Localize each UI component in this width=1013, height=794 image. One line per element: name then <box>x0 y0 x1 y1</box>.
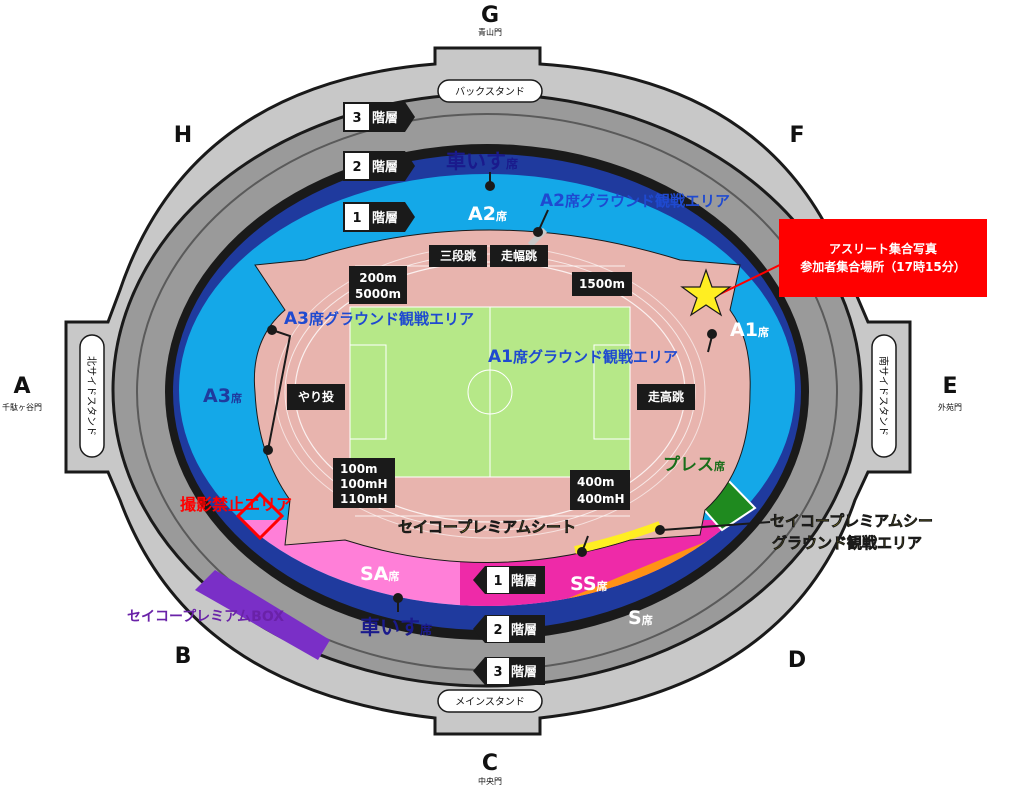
gate-a-letter: A <box>13 374 30 399</box>
area-no-photo: 撮影禁止エリア <box>180 495 292 514</box>
event-triple-jump: 三段跳 <box>440 248 476 263</box>
event-javelin: やり投 <box>298 389 334 404</box>
gate-h-letter: H <box>174 123 192 148</box>
level-main-3-num: 3 <box>493 665 502 680</box>
callout-line1: アスリート集合写真 <box>828 242 937 256</box>
pin-marker-icon <box>533 227 543 237</box>
event-start-400m: 400m <box>577 475 615 489</box>
level-back-2-suffix: 階層 <box>372 159 398 175</box>
level-main-2-suffix: 階層 <box>511 622 537 638</box>
level-arrows-back: 3 階層 2 階層 1 階層 <box>343 102 415 232</box>
seat-a3: A3席 <box>203 385 242 407</box>
event-start-200m: 200m <box>359 271 397 285</box>
seat-sa: SA席 <box>360 563 399 585</box>
gate-labels: G 青山門 A 千駄ヶ谷門 E 外苑門 C 中央門 H F B D <box>2 3 962 786</box>
area-seiko-seat: セイコープレミアムシート <box>398 518 576 536</box>
level-back-3-num: 3 <box>352 111 361 126</box>
seat-press: プレス席 <box>663 454 725 475</box>
event-start-110mh: 110mH <box>340 492 388 506</box>
gate-c-name: 中央門 <box>478 776 502 786</box>
stand-north-label: 北サイドスタンド <box>85 356 97 436</box>
gate-b-letter: B <box>175 644 192 669</box>
seat-wheelchair-bottom: 車いす席 <box>360 615 432 639</box>
seat-a2: A2席 <box>468 203 507 225</box>
event-start-1500m: 1500m <box>579 277 625 291</box>
level-main-1-suffix: 階層 <box>511 573 537 589</box>
area-a3-ground: A3席グラウンド観戦エリア <box>284 309 474 329</box>
pin-marker-icon <box>485 181 495 191</box>
level-main-1-num: 1 <box>493 574 502 589</box>
gate-c-letter: C <box>482 751 498 776</box>
pin-marker-icon <box>577 547 587 557</box>
gate-g-letter: G <box>481 3 499 28</box>
gate-e-letter: E <box>942 374 957 399</box>
stand-main-label: メインスタンド <box>455 696 525 708</box>
gate-e-name: 外苑門 <box>938 402 962 412</box>
area-seiko-ground-line2: グラウンド観戦エリア <box>772 534 922 552</box>
level-back-2-num: 2 <box>352 160 361 175</box>
seiko-premium-box-area <box>195 570 330 660</box>
seat-wheelchair-top: 車いす席 <box>446 149 518 173</box>
pin-marker-icon <box>707 329 717 339</box>
area-seiko-ground-line1: セイコープレミアムシー <box>770 512 933 530</box>
event-long-jump: 走幅跳 <box>501 248 537 263</box>
gate-g-name: 青山門 <box>478 27 502 37</box>
callout-line2: 参加者集合場所（17時15分） <box>800 260 966 274</box>
seat-s: S席 <box>628 607 653 629</box>
gate-f-letter: F <box>789 123 804 148</box>
pin-marker-icon <box>393 593 403 603</box>
event-start-100mh: 100mH <box>340 477 388 491</box>
area-a2-ground: A2席グラウンド観戦エリア <box>540 191 730 211</box>
star-icon <box>680 268 732 317</box>
event-start-100m: 100m <box>340 462 378 476</box>
level-main-2-num: 2 <box>493 623 502 638</box>
area-a1-ground: A1席グラウンド観戦エリア <box>488 347 678 367</box>
seat-ss: SS席 <box>570 573 608 595</box>
gate-d-letter: D <box>788 648 806 673</box>
level-back-1-suffix: 階層 <box>372 210 398 226</box>
stand-back-label: バックスタンド <box>455 86 525 98</box>
level-main-3-suffix: 階層 <box>511 664 537 680</box>
athlete-meeting-callout: アスリート集合写真 参加者集合場所（17時15分） <box>779 219 987 297</box>
seat-a1: A1席 <box>730 319 769 341</box>
level-back-1-num: 1 <box>352 211 361 226</box>
gate-a-name: 千駄ヶ谷門 <box>2 402 42 412</box>
stand-labels: バックスタンド メインスタンド 北サイドスタンド 南サイドスタンド <box>79 79 897 713</box>
pin-marker-icon <box>263 445 273 455</box>
pin-marker-icon <box>267 325 277 335</box>
level-arrows-main: 1 階層 2 階層 3 階層 <box>473 566 545 685</box>
event-start-5000m: 5000m <box>355 287 401 301</box>
level-back-3-suffix: 階層 <box>372 110 398 126</box>
event-blocks: 三段跳 走幅跳 200m 5000m 1500m やり投 走高跳 100m 10… <box>287 245 695 510</box>
pin-marker-icon <box>655 525 665 535</box>
seat-labels: 車いす席 A2席 A2席グラウンド観戦エリア A3席グラウンド観戦エリア A1席… <box>127 149 933 639</box>
no-photo-diamond <box>235 491 285 541</box>
stand-south-label: 南サイドスタンド <box>877 356 890 436</box>
area-seiko-box: セイコープレミアムBOX <box>127 609 284 625</box>
event-start-400mh: 400mH <box>577 492 625 506</box>
event-high-jump: 走高跳 <box>648 389 684 404</box>
pointer-lines <box>263 172 791 612</box>
